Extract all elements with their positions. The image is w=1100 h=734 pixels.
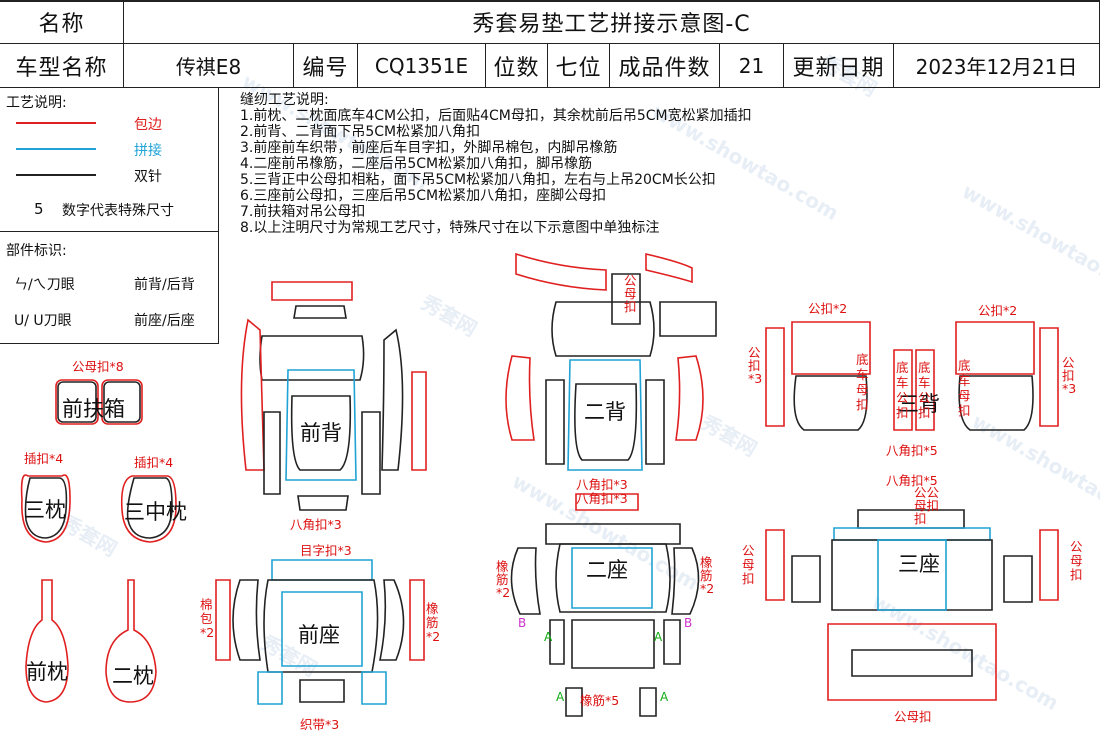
note-line-3: 3.前座前车织带，前座后车目字扣，外脚吊棉包，内脚吊橡筋 xyxy=(240,140,618,156)
third-back-piece-label-a: 底车母扣 xyxy=(856,352,869,412)
third-seat-snap-left-label: 公母扣 xyxy=(742,543,755,586)
mark-b-right: B xyxy=(684,616,693,630)
date-value: 2023年12月21日 xyxy=(894,44,1100,88)
legend-item-double: 双针 xyxy=(134,169,162,185)
legend-red-line xyxy=(16,122,96,124)
pieces-label: 成品件数 xyxy=(610,44,720,88)
parts-legend-box: 部件标识: ㄣ/ㄟ刀眼 前背/后背 U/ U刀眼 前座/后座 xyxy=(0,232,219,344)
note-line-8: 8.以上注明尺寸为常规工艺尺寸，特殊尺寸在以下示意图中单独标注 xyxy=(240,220,660,236)
third-seat-snap-bottom-label: 公母扣 xyxy=(894,709,932,724)
armrest-pattern xyxy=(55,379,143,425)
third-back-piece-label-d: 底车母扣 xyxy=(958,358,971,418)
second-back-oct1-label: 八角扣*3 xyxy=(576,477,628,492)
second-seat-pattern xyxy=(510,523,700,717)
third-seat-snap-right-label: 公母扣 xyxy=(1070,539,1083,582)
front-seat-elastic-label: 橡筋*2 xyxy=(426,601,441,644)
top-border xyxy=(0,0,1100,2)
third-back-pattern xyxy=(765,321,1059,431)
part-second-seat: 二座 xyxy=(586,558,628,582)
front-pillow-pattern xyxy=(25,579,157,703)
legend-item-binding: 包边 xyxy=(134,117,162,133)
model-label: 车型名称 xyxy=(0,44,124,88)
third-pillow-pattern xyxy=(20,474,71,543)
seats-label: 位数 xyxy=(486,44,548,88)
part-third-seat: 三座 xyxy=(898,552,940,576)
date-label: 更新日期 xyxy=(784,44,894,88)
note-line-1: 1.前枕、二枕面底车4CM公扣，后面贴4CM母扣，其余枕前后吊5CM宽松紧加插扣 xyxy=(240,108,752,124)
code-value: CQ1351E xyxy=(358,44,486,88)
front-seat-cotton-label: 棉包*2 xyxy=(200,597,215,640)
mark-b-left: B xyxy=(518,616,527,630)
third-back-male-side-right-label: 公扣*3 xyxy=(1062,355,1077,396)
third-seat-pattern xyxy=(765,509,1059,701)
code-label: 编号 xyxy=(294,44,358,88)
part-second-pillow: 二枕 xyxy=(112,664,154,688)
pillow3mid-clip-label: 插扣*4 xyxy=(134,455,174,470)
part-armrest: 前扶箱 xyxy=(62,397,125,421)
note-line-6: 6.三座前公母扣，三座后吊5CM松紧加八角扣，座脚公母扣 xyxy=(240,188,607,204)
front-seat-pattern xyxy=(215,559,425,705)
header-table: 名称 秀套易垫工艺拼接示意图-C 车型名称 传祺E8 编号 CQ1351E 位数… xyxy=(0,0,1100,88)
third-back-male-right-label: 公扣*2 xyxy=(978,303,1018,318)
note-line-4: 4.二座前吊橡筋，二座后吊5CM松紧加八角扣，脚吊橡筋 xyxy=(240,156,593,172)
second-back-pattern xyxy=(505,252,717,511)
armrest-snap-label: 公母扣*8 xyxy=(72,359,124,374)
notes-title: 缝纫工艺说明: xyxy=(240,92,329,108)
part-front-back: 前背 xyxy=(300,421,342,445)
part-front-pillow: 前枕 xyxy=(26,660,68,684)
third-back-male-left-label: 公扣*2 xyxy=(808,301,848,316)
front-seat-buckle-label: 目字扣*3 xyxy=(300,543,352,558)
legend-special-text: 数字代表特殊尺寸 xyxy=(62,203,174,219)
mark-a-bottom-left: A xyxy=(556,690,565,704)
third-back-male-side-left-label: 公扣*3 xyxy=(748,345,763,386)
front-back-oct-label: 八角扣*3 xyxy=(290,517,342,532)
second-seat-elastic-right-label: 橡筋*2 xyxy=(700,555,715,596)
legend-blue-line xyxy=(16,148,96,150)
legend-black-line xyxy=(16,174,96,176)
note-line-2: 2.前背、二背面下吊5CM松紧加八角扣 xyxy=(240,124,481,140)
third-mid-pillow-pattern xyxy=(120,475,177,543)
name-label: 名称 xyxy=(0,0,124,44)
page-title: 秀套易垫工艺拼接示意图-C xyxy=(124,0,1100,44)
second-back-oct2-label: 八角扣*3 xyxy=(576,491,628,506)
pillow3-clip-label: 插扣*4 xyxy=(24,451,64,466)
third-seat-oct-label: 八角扣*5 xyxy=(886,473,938,488)
parts-legend-row2-text: 前座/后座 xyxy=(134,313,195,329)
mark-a-bottom-right: A xyxy=(660,690,669,704)
part-second-back: 二背 xyxy=(584,400,626,424)
part-third-back: 三背 xyxy=(898,392,940,416)
mark-a-left: A xyxy=(544,630,553,644)
mark-a-right: A xyxy=(654,630,663,644)
model-value: 传祺E8 xyxy=(124,44,294,88)
second-seat-elastic-bottom-label: 橡筋*5 xyxy=(580,693,620,708)
third-back-piece-label-c: 底车公扣 xyxy=(918,360,931,420)
pieces-value: 21 xyxy=(720,44,784,88)
parts-legend-row1-symbol: ㄣ/ㄟ刀眼 xyxy=(14,277,75,293)
second-back-snap-label: 公母扣 xyxy=(624,273,637,314)
seats-value: 七位 xyxy=(548,44,610,88)
parts-legend-row2-symbol: U/ U刀眼 xyxy=(14,313,72,329)
note-line-7: 7.前扶箱对吊公母扣 xyxy=(240,204,366,220)
legend-item-splice: 拼接 xyxy=(134,143,162,159)
part-third-pillow: 三枕 xyxy=(24,498,66,522)
third-back-oct-label: 八角扣*5 xyxy=(886,443,938,458)
note-line-5: 5.三背正中公母扣相粘，面下吊5CM松紧加八角扣，左右与上吊20CM长公扣 xyxy=(240,172,716,188)
front-seat-strap-label: 织带*3 xyxy=(300,717,340,732)
third-seat-snap-top-label: 公公母扣扣 xyxy=(914,485,940,526)
legend-title: 工艺说明: xyxy=(6,95,67,111)
legend-box: 工艺说明: 包边 拼接 双针 5 数字代表特殊尺寸 xyxy=(0,88,219,232)
parts-legend-row1-text: 前背/后背 xyxy=(134,277,195,293)
parts-legend-title: 部件标识: xyxy=(6,243,67,259)
part-third-mid-pillow: 三中枕 xyxy=(124,500,187,524)
front-back-pattern xyxy=(240,281,427,511)
third-back-piece-label-b: 底车公扣 xyxy=(896,360,909,420)
sewing-notes: 缝纫工艺说明: 1.前枕、二枕面底车4CM公扣，后面贴4CM母扣，其余枕前后吊5… xyxy=(240,92,752,236)
legend-special-num: 5 xyxy=(34,200,44,218)
second-seat-elastic-left-label: 橡筋*2 xyxy=(496,559,511,600)
part-front-seat: 前座 xyxy=(298,623,340,647)
